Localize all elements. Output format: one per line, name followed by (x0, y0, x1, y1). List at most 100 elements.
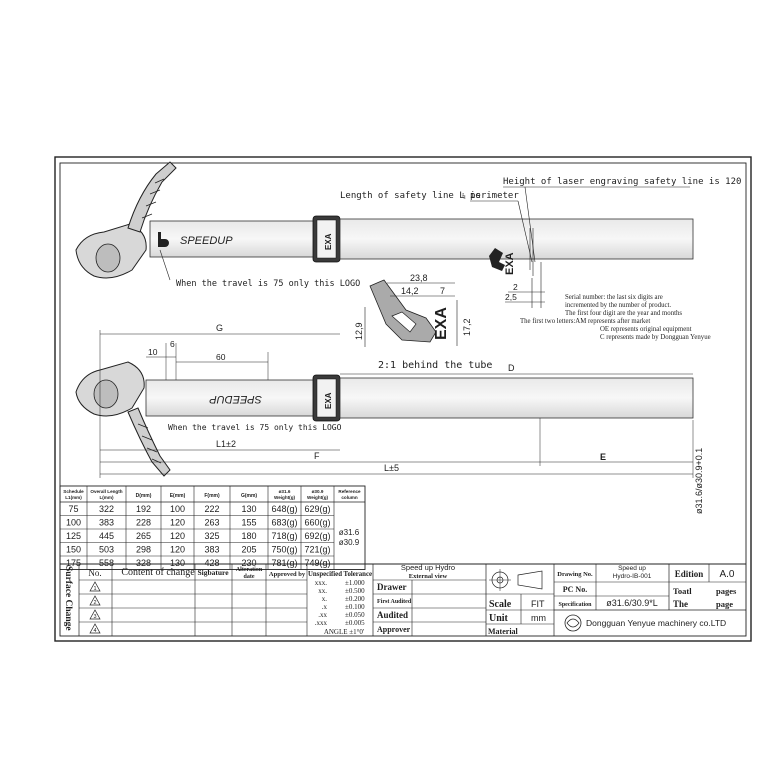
dim-2-5: 2,5 (505, 292, 517, 302)
schedule-header: column (341, 495, 358, 500)
schedule-cell: 192 (136, 504, 151, 514)
logo-detail-b (391, 311, 417, 333)
schedule-cell: 155 (241, 518, 256, 528)
tb-spec-value: ø31.6/30.9*L (606, 598, 658, 608)
tol-angle: ANGLE ±1°0' (324, 628, 364, 636)
schedule-cell: 120 (170, 531, 185, 541)
laser-height-drop (524, 186, 536, 263)
tol-value: ±1.000 (345, 579, 365, 587)
tb-company: Dongguan Yenyue machinery co.LTD (586, 618, 726, 628)
laser-height-note: Height of laser engraving safety line is… (503, 177, 741, 187)
rev-alteration: Alteration (236, 567, 263, 573)
tb-audited: Audited (377, 610, 408, 620)
schedule-cell: 263 (204, 518, 219, 528)
schedule-cell: 683(g) (271, 518, 297, 528)
tol-value: ±0.100 (345, 603, 365, 611)
tb-edition-value: A.0 (719, 569, 734, 580)
schedule-cell: 383 (99, 518, 114, 528)
bottom-logo-note: When the travel is 75 only this LOGO (168, 423, 342, 432)
schedule-header: E(mm) (170, 493, 186, 499)
bottom-collar-exa: EXA (324, 392, 333, 409)
top-logo-leader (159, 249, 171, 281)
tb-the: The (673, 599, 688, 609)
bottom-clamp-bolt (93, 379, 119, 409)
rev-signature: Sigbature (197, 568, 229, 577)
tol-value: ±0.005 (345, 619, 365, 627)
tb-external-view: External view (409, 573, 448, 580)
dim-L1: L1±2 (216, 439, 236, 449)
tb-scale-value: FIT (531, 599, 545, 609)
serial-note-line: The first two letters:AM represents afte… (520, 318, 650, 325)
rev-triangle-num: 1 (93, 586, 96, 592)
schedule-reference: ø30.9 (339, 538, 360, 547)
schedule-cell: 265 (136, 531, 151, 541)
schedule-header: F(mm) (204, 493, 220, 499)
schedule-cell: 718(g) (271, 531, 297, 541)
schedule-header: Weight(g) (307, 495, 329, 500)
bottom-lever-ribs (137, 423, 162, 464)
tb-product: Speed up Hydro (401, 563, 455, 572)
schedule-cell: 130 (241, 504, 256, 514)
schedule-cell: 298 (136, 545, 151, 555)
tb-drawing-no-value: Speed up (618, 565, 646, 572)
dim-17-2: 17,2 (462, 318, 472, 336)
dim-D: D (508, 363, 515, 373)
serial-notes: Serial number: the last six digits arein… (520, 294, 711, 341)
top-upper-tube (149, 220, 319, 258)
top-clamp-bolt (95, 243, 121, 273)
safety-line-note: Length of safety line L is (340, 191, 481, 201)
outer-frame (54, 156, 752, 642)
schedule-cell: 100 (170, 504, 185, 514)
top-collar-band (316, 219, 337, 259)
tol-key: .xxx (315, 619, 328, 627)
bottom-brand-script: SPEEDUP (209, 393, 262, 405)
dim-60: 60 (216, 352, 226, 362)
schedule-header: L(mm) (99, 495, 114, 500)
bottom-upper-tube (145, 379, 315, 417)
tol-title: Unspecified Tolerance (308, 571, 372, 578)
rev-triangle-num: 3 (93, 614, 96, 620)
dim-diameter: ø31.6/ø30.9+0.1 (694, 448, 704, 514)
dim-G: G (216, 323, 223, 333)
company-logo (564, 614, 582, 632)
serial-note-line: Serial number: the last six digits are (565, 294, 663, 301)
projection-cone (517, 570, 543, 590)
dim-E: E (600, 452, 606, 462)
bottom-collar-band (316, 378, 337, 418)
schedule-cell: 228 (136, 518, 151, 528)
schedule-cell: 125 (66, 531, 81, 541)
scale-note: 2:1 behind the tube (378, 360, 492, 371)
top-brand-script: SPEEDUP (180, 235, 233, 247)
schedule-cell: 503 (99, 545, 114, 555)
serial-note-line: incremented by the number of product. (565, 302, 671, 309)
bottom-remote-lever (127, 407, 171, 477)
inner-frame (59, 162, 747, 637)
schedule-header: L1(mm) (65, 495, 82, 500)
rev-triangle-num: 4 (93, 628, 96, 634)
schedule-header: G(mm) (241, 493, 257, 499)
schedule-header: Schedule (63, 489, 84, 494)
rev-alteration: date (244, 574, 255, 580)
schedule-cell: 558 (99, 558, 114, 568)
schedule-cell: 205 (241, 545, 256, 555)
schedule-cell: 230 (241, 558, 256, 568)
tb-total: Toatl (673, 586, 692, 596)
rev-side-label: Surface Change (63, 566, 73, 631)
rev-content: Content of change (121, 567, 195, 578)
schedule-cell: 120 (170, 545, 185, 555)
schedule-frame (59, 485, 366, 570)
dim-F: F (314, 451, 320, 461)
tb-unit-label: Unit (489, 613, 509, 624)
schedule-cell: 781(g) (271, 558, 297, 568)
engraving-logo (489, 248, 505, 271)
rev-triangle (89, 595, 101, 606)
tb-first-audited: First Audited (377, 599, 412, 605)
tol-key: .xx (318, 611, 327, 619)
schedule-cell: 150 (66, 545, 81, 555)
schedule-cell: 120 (170, 518, 185, 528)
rev-triangle (89, 609, 101, 620)
dim-7: 7 (440, 286, 445, 296)
